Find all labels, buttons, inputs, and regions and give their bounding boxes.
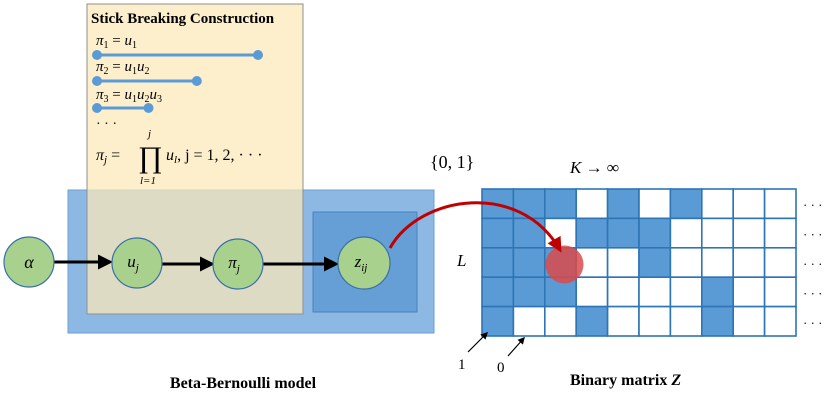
- eq-pi-1: π1 = u1: [96, 33, 137, 51]
- matrix-cell: [512, 276, 546, 308]
- row-ellipsis: · · ·: [803, 257, 823, 272]
- stick-bars: [92, 50, 263, 113]
- matrix-cell: [732, 247, 766, 279]
- matrix-cell: [732, 188, 766, 220]
- matrix-cell: [512, 217, 546, 249]
- product-symbol: ∏: [138, 141, 163, 174]
- product-top-index: j: [146, 128, 151, 140]
- matrix-cell: [669, 247, 703, 279]
- matrix-cell: [543, 188, 577, 220]
- stick-bar-endpoint: [253, 50, 263, 60]
- set-label: {0, 1}: [430, 152, 474, 172]
- matrix-cell: [512, 188, 546, 220]
- row-ellipsis: · · ·: [803, 315, 823, 330]
- matrix-cell: [700, 247, 734, 279]
- row-one-pointer: [467, 331, 489, 353]
- k-infinity-label: K → ∞: [569, 158, 619, 177]
- node-u-label: uj: [127, 252, 139, 274]
- matrix-cell: [700, 276, 734, 308]
- col-zero-pointer: [507, 336, 525, 357]
- stick-bar-endpoint: [143, 103, 154, 113]
- matrix-cell: [700, 188, 734, 220]
- index-one: 1: [458, 357, 466, 373]
- matrix-cell: [732, 217, 766, 249]
- matrix-cell: [606, 247, 640, 279]
- stick-box-title: Stick Breaking Construction: [91, 11, 275, 27]
- matrix-cell: [669, 217, 703, 249]
- highlight-cell-marker: [545, 245, 584, 284]
- matrix-cell: [763, 247, 797, 279]
- stick-bar-endpoint: [191, 76, 202, 86]
- matrix-cell: [606, 305, 640, 337]
- matrix-cell: [763, 188, 797, 220]
- node-pi-label: πj: [228, 253, 240, 275]
- matrix-cell: [481, 276, 515, 308]
- matrix-cell: [638, 247, 672, 279]
- node-alpha-label: α: [24, 252, 34, 272]
- index-zero: 0: [497, 360, 505, 376]
- matrix-cell: [575, 217, 609, 249]
- matrix-cell: [575, 276, 609, 308]
- node-alpha: α: [3, 236, 55, 288]
- matrix-cell: [700, 305, 734, 337]
- matrix-cell: [512, 305, 546, 337]
- matrix-cell: [732, 305, 766, 337]
- stick-ellipsis: · · ·: [96, 117, 117, 132]
- row-ellipsis: · · ·: [803, 198, 823, 213]
- node-z: zij: [337, 236, 391, 290]
- matrix-cell: [481, 247, 515, 279]
- eq-pi-2: π2 = u1u2: [96, 59, 149, 77]
- matrix-cell: [669, 188, 703, 220]
- matrix-cell: [606, 188, 640, 220]
- z-to-matrix-arrow: [388, 201, 562, 253]
- matrix-cell: [763, 305, 797, 337]
- matrix-cell: [606, 217, 640, 249]
- stick-bar-endpoint: [92, 50, 102, 60]
- node-z-label: zij: [354, 252, 368, 274]
- node-u: uj: [111, 237, 163, 289]
- matrix-cell: [732, 276, 766, 308]
- matrix-cell: [606, 276, 640, 308]
- matrix-cell: [638, 276, 672, 308]
- matrix-cell: [543, 305, 577, 337]
- matrix-cell: [638, 188, 672, 220]
- matrix-cell: [669, 305, 703, 337]
- model-caption: Beta-Bernoulli model: [170, 375, 317, 392]
- matrix-cell: [512, 247, 546, 279]
- matrix-cell: [763, 276, 797, 308]
- product-bottom-index: l=1: [140, 175, 156, 187]
- node-pi: πj: [212, 238, 264, 290]
- eq-pi-3: π3 = u1u2u3: [96, 87, 162, 105]
- eq-pi-j-rhs: ul, j = 1, 2, · · ·: [166, 147, 263, 166]
- row-ellipsis: · · ·: [803, 227, 823, 242]
- matrix-cell: [575, 305, 609, 337]
- matrix-cell: [763, 217, 797, 249]
- matrix-cell: [669, 276, 703, 308]
- matrix-cell: [481, 217, 515, 249]
- matrix-cell: [481, 305, 515, 337]
- matrix-caption: Binary matrix Z: [570, 372, 681, 389]
- binary-matrix: [481, 188, 797, 337]
- l-label: L: [456, 251, 466, 270]
- matrix-cell: [638, 217, 672, 249]
- matrix-cell: [700, 217, 734, 249]
- matrix-cell: [638, 305, 672, 337]
- row-ellipses: · · · · · · · · · · · · · · ·: [803, 198, 823, 331]
- stick-bar-endpoint: [92, 76, 102, 86]
- eq-pi-j-lhs: πj =: [96, 147, 120, 166]
- matrix-cell: [575, 188, 609, 220]
- row-ellipsis: · · ·: [803, 286, 823, 301]
- stick-bar-endpoint: [92, 103, 102, 113]
